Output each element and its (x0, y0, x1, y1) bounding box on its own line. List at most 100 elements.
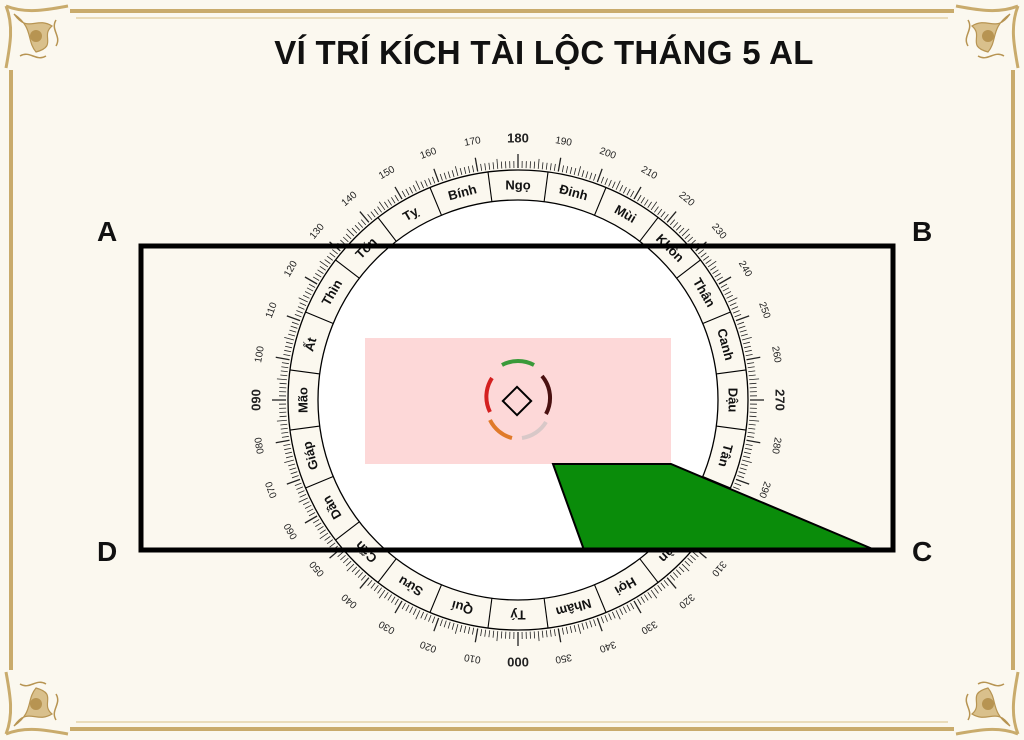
degree-tick (283, 443, 291, 446)
degree-tick (409, 186, 414, 194)
degree-tick (585, 171, 589, 179)
degree-tick (405, 188, 410, 196)
degree-tick (747, 431, 755, 434)
degree-tick (384, 592, 389, 599)
degree-tick (319, 260, 329, 268)
degree-tick (467, 626, 471, 634)
degree-tick (283, 354, 291, 357)
degree-tick (622, 186, 627, 194)
degree-tick (488, 162, 491, 170)
degree-label: 260 (769, 345, 783, 364)
degree-tick (738, 325, 746, 329)
degree-tick (657, 585, 663, 592)
degree-tick (303, 294, 310, 299)
degree-tick (351, 227, 358, 234)
degree-tick (600, 176, 605, 184)
degree-tick (463, 167, 467, 175)
degree-tick (377, 206, 382, 213)
degree-label: 290 (756, 480, 772, 500)
degree-label: 060 (282, 521, 300, 541)
degree-tick (650, 589, 658, 599)
degree-label: 030 (377, 618, 397, 636)
degree-tick (722, 287, 730, 292)
degree-tick (420, 181, 425, 189)
degree-label: 280 (769, 436, 783, 455)
degree-tick (342, 236, 349, 243)
degree-ticks (272, 154, 764, 646)
degree-tick (647, 201, 652, 208)
degree-tick (626, 188, 631, 196)
degree-label: 110 (264, 301, 280, 320)
degree-tick (654, 206, 659, 213)
degree-tick (681, 563, 690, 572)
mountain-divider (543, 171, 549, 202)
degree-tick (298, 497, 308, 503)
degree-label: 130 (308, 221, 327, 241)
center-symbol (484, 359, 553, 440)
mountain-label: Ngọ (505, 178, 530, 193)
degree-tick (660, 211, 666, 218)
degree-label: 350 (554, 651, 573, 665)
degree-tick (308, 512, 316, 517)
degree-tick (317, 526, 324, 531)
mountain-label: Quí (450, 598, 475, 618)
degree-tick (739, 467, 747, 471)
degree-tick (746, 439, 761, 444)
degree-tick (740, 463, 748, 467)
degree-tick (748, 374, 756, 377)
degree-tick (744, 447, 752, 451)
degree-tick (467, 166, 471, 174)
degree-tick (345, 560, 352, 567)
mountain-divider (639, 217, 659, 242)
degree-tick (319, 529, 326, 534)
degree-label: 310 (709, 558, 728, 578)
degree-tick (289, 467, 297, 471)
degree-tick (608, 179, 612, 187)
degree-tick (589, 172, 593, 180)
degree-tick (741, 336, 752, 341)
mountain-label: Tỵ (400, 203, 421, 224)
degree-tick (447, 171, 451, 179)
degree-tick (326, 539, 333, 545)
degree-tick (545, 162, 548, 170)
degree-tick (604, 614, 608, 622)
degree-tick (735, 315, 750, 322)
degree-tick (596, 617, 603, 632)
degree-tick (660, 582, 666, 589)
mountain-divider (429, 584, 442, 613)
degree-tick (360, 574, 367, 581)
degree-tick (747, 435, 755, 438)
degree-tick (647, 592, 652, 599)
degree-tick (394, 194, 399, 202)
degree-tick (297, 490, 305, 494)
degree-tick (626, 604, 631, 612)
degree-tick (743, 345, 751, 349)
degree-label: 100 (253, 345, 267, 364)
degree-tick (342, 557, 349, 564)
corner-label-a: A (97, 216, 118, 247)
degree-tick (640, 197, 645, 204)
degree-tick (557, 628, 562, 643)
degree-tick (463, 625, 467, 633)
mountain-label: Sửu (395, 573, 425, 599)
degree-tick (373, 208, 379, 215)
degree-tick (439, 619, 443, 627)
degree-tick (720, 283, 728, 288)
degree-tick (319, 266, 326, 271)
degree-tick (326, 255, 333, 261)
degree-tick (496, 158, 499, 169)
degree-tick (415, 180, 421, 190)
degree-tick (378, 589, 386, 599)
degree-tick (729, 302, 737, 307)
degree-tick (357, 222, 364, 228)
degree-tick (741, 459, 752, 464)
degree-tick (433, 168, 440, 183)
page-title: VÍ TRÍ KÍCH TÀI LỘC THÁNG 5 AL (274, 34, 814, 71)
mountain-label: Đinh (558, 181, 590, 203)
degree-tick (669, 219, 676, 226)
degree-label: 140 (340, 189, 360, 208)
degree-label: 270 (773, 389, 788, 411)
degree-tick (284, 459, 295, 464)
